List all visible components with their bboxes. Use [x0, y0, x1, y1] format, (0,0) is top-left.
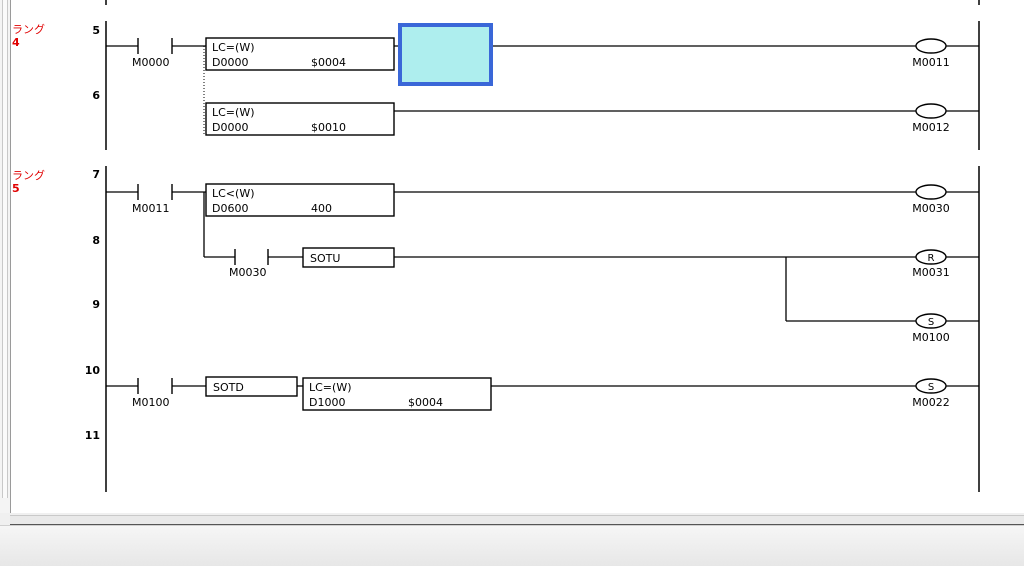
- coil[interactable]: [915, 184, 947, 200]
- block-value: $0004: [408, 396, 443, 409]
- status-bar: [0, 525, 1024, 566]
- compare-block[interactable]: LC<(W) D0600 400: [205, 183, 395, 217]
- horizontal-scrollbar[interactable]: [10, 515, 1024, 525]
- set-coil[interactable]: S: [915, 378, 947, 394]
- block-instruction: LC=(W): [212, 41, 255, 54]
- contact-address: M0000: [132, 56, 170, 69]
- ladder-diagram[interactable]: ラング 4 ラング 5 5 6 7 8 9 10 11: [0, 0, 1024, 513]
- block-instruction: LC=(W): [309, 381, 352, 394]
- line-number: 11: [85, 429, 100, 442]
- contact[interactable]: [137, 378, 173, 394]
- coil-address: M0012: [912, 121, 950, 134]
- contact-address: M0030: [229, 266, 267, 279]
- line-number: 7: [92, 168, 100, 181]
- selection-cursor[interactable]: [398, 23, 493, 86]
- left-panel-border: [0, 0, 11, 513]
- block-value: $0010: [311, 121, 346, 134]
- coil-address: M0100: [912, 331, 950, 344]
- function-block-sotu[interactable]: SOTU: [302, 247, 395, 268]
- rung-label: ラング: [12, 22, 45, 36]
- contact-address: M0011: [132, 202, 170, 215]
- block-label: SOTD: [213, 381, 244, 394]
- coil[interactable]: [915, 103, 947, 119]
- compare-block[interactable]: LC=(W) D0000 $0004: [205, 37, 395, 71]
- rung-number: 4: [12, 36, 20, 49]
- coil-symbol: S: [928, 317, 934, 328]
- rung-label: ラング: [12, 168, 45, 182]
- line-number: 10: [85, 364, 101, 377]
- coil[interactable]: [915, 38, 947, 54]
- block-operand: D0000: [212, 56, 248, 69]
- function-block-sotd[interactable]: SOTD: [205, 376, 298, 397]
- block-instruction: LC<(W): [212, 187, 255, 200]
- coil-address: M0022: [912, 396, 950, 409]
- line-number: 6: [92, 89, 100, 102]
- compare-block[interactable]: LC=(W) D1000 $0004: [302, 377, 492, 411]
- coil-address: M0030: [912, 202, 950, 215]
- block-label: SOTU: [310, 252, 340, 265]
- contact[interactable]: [234, 249, 269, 265]
- reset-coil[interactable]: R: [915, 249, 947, 265]
- coil-address: M0011: [912, 56, 950, 69]
- coil-symbol: R: [928, 253, 935, 264]
- block-operand: D1000: [309, 396, 345, 409]
- rung-number: 5: [12, 182, 20, 195]
- line-number: 5: [92, 24, 100, 37]
- compare-block[interactable]: LC=(W) D0000 $0010: [205, 102, 395, 136]
- line-number: 8: [92, 234, 100, 247]
- contact[interactable]: [137, 184, 173, 200]
- line-number: 9: [92, 298, 100, 311]
- set-coil[interactable]: S: [915, 313, 947, 329]
- power-rails: [105, 0, 980, 492]
- block-value: $0004: [311, 56, 346, 69]
- coil-address: M0031: [912, 266, 950, 279]
- contact-address: M0100: [132, 396, 170, 409]
- block-instruction: LC=(W): [212, 106, 255, 119]
- contact[interactable]: [137, 38, 173, 54]
- block-operand: D0600: [212, 202, 248, 215]
- block-operand: D0000: [212, 121, 248, 134]
- block-value: 400: [311, 202, 332, 215]
- coil-symbol: S: [928, 382, 934, 393]
